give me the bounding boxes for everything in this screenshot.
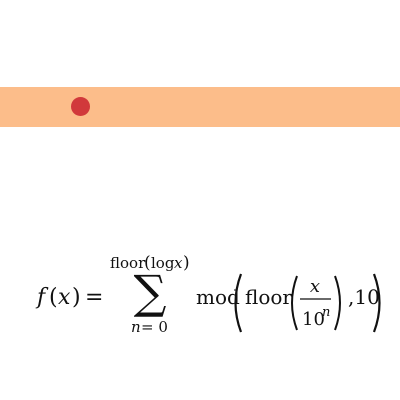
lhs-f: f (35, 285, 49, 310)
upper-limit-x: x (174, 254, 183, 272)
formula: f ( x ) = floor ( log x ) ∑ n = 0 mod fl… (0, 240, 400, 350)
lower-limit-eq-zero: = 0 (141, 318, 168, 336)
upper-limit-log: log (151, 254, 175, 272)
fraction-denominator-exponent: n (322, 305, 330, 320)
upper-limit-floor: floor (110, 254, 146, 272)
formula-svg: f ( x ) = floor ( log x ) ∑ n = 0 mod fl… (35, 253, 381, 336)
lhs-close-paren: ) (72, 285, 81, 310)
lower-limit-n: n (131, 318, 141, 336)
outer-right-paren (372, 273, 381, 333)
comma-ten: ,10 (348, 285, 380, 309)
floor-word: floor (245, 285, 292, 309)
lhs-x: x (58, 285, 71, 310)
orange-band (0, 87, 400, 127)
red-dot (71, 97, 90, 116)
lhs-open-paren: ( (49, 285, 58, 310)
equals-sign: = (85, 285, 103, 310)
fraction-numerator: x (310, 276, 320, 297)
inner-left-paren (291, 275, 298, 331)
inner-right-paren (334, 275, 341, 331)
fraction-denominator-base: 10 (302, 309, 325, 330)
outer-left-paren (234, 273, 243, 333)
upper-limit-close: ) (183, 253, 190, 273)
summation-symbol: ∑ (134, 265, 167, 319)
mod-word: mod (196, 285, 240, 309)
upper-limit-open: ( (144, 253, 151, 273)
